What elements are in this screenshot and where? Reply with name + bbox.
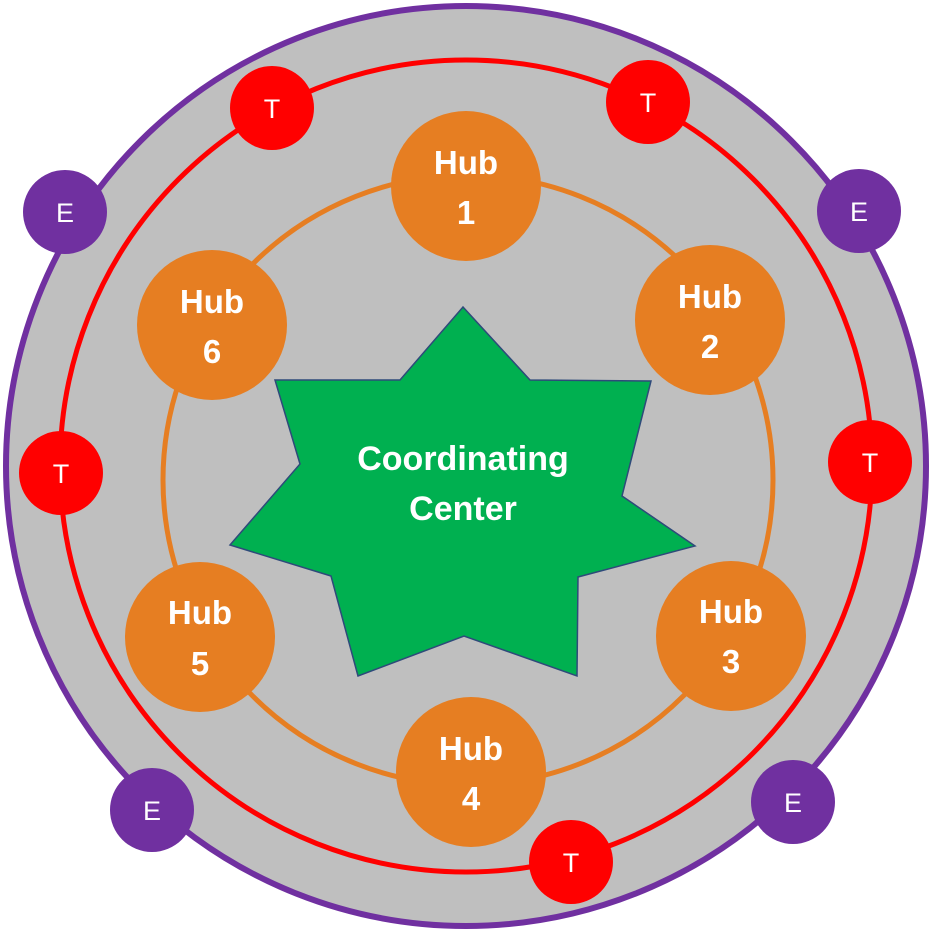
hub-3-circle [656, 561, 806, 711]
t-node-top-left-label: T [264, 94, 281, 124]
e-node-top-right[interactable]: E [817, 169, 901, 253]
hub-4[interactable]: Hub 4 [396, 697, 546, 847]
hub-6[interactable]: Hub 6 [137, 250, 287, 400]
e-node-bottom-right-label: E [784, 788, 802, 818]
e-node-top-left-circle [23, 170, 107, 254]
hub-5-circle [125, 562, 275, 712]
hub-5[interactable]: Hub 5 [125, 562, 275, 712]
center-label-line1: Coordinating [357, 440, 569, 478]
hub-4-circle [396, 697, 546, 847]
t-node-top-right-label: T [640, 88, 657, 118]
center-label-line2: Center [409, 490, 517, 528]
hub-1-circle [391, 111, 541, 261]
hub-1-number: 1 [457, 194, 475, 231]
e-node-top-left[interactable]: E [23, 170, 107, 254]
t-node-bottom-label: T [563, 848, 580, 878]
hub-4-number: 4 [462, 780, 481, 817]
t-node-bottom-circle [529, 820, 613, 904]
t-node-right-circle [828, 420, 912, 504]
hub-5-number: 5 [191, 645, 209, 682]
e-node-bottom-right-circle [751, 760, 835, 844]
hub-3-word: Hub [699, 593, 763, 630]
hub-2-circle [635, 245, 785, 395]
t-node-top-left[interactable]: T [230, 66, 314, 150]
t-node-bottom[interactable]: T [529, 820, 613, 904]
e-node-top-right-label: E [850, 197, 868, 227]
t-node-right-label: T [862, 448, 879, 478]
e-node-bottom-left-circle [110, 768, 194, 852]
t-node-left-circle [19, 431, 103, 515]
hub-3-number: 3 [722, 643, 740, 680]
e-node-bottom-left-label: E [143, 796, 161, 826]
t-node-top-right[interactable]: T [606, 60, 690, 144]
e-node-bottom-left[interactable]: E [110, 768, 194, 852]
hub-2[interactable]: Hub 2 [635, 245, 785, 395]
hub-2-number: 2 [701, 328, 719, 365]
t-node-right[interactable]: T [828, 420, 912, 504]
hub-2-word: Hub [678, 278, 742, 315]
e-node-top-right-circle [817, 169, 901, 253]
t-node-left-label: T [53, 459, 70, 489]
t-node-left[interactable]: T [19, 431, 103, 515]
e-node-top-left-label: E [56, 198, 74, 228]
t-node-top-left-circle [230, 66, 314, 150]
hub-1-word: Hub [434, 144, 498, 181]
hub-6-word: Hub [180, 283, 244, 320]
t-node-top-right-circle [606, 60, 690, 144]
hub-3[interactable]: Hub 3 [656, 561, 806, 711]
hub-1[interactable]: Hub 1 [391, 111, 541, 261]
hub-6-number: 6 [203, 333, 221, 370]
hub-5-word: Hub [168, 594, 232, 631]
e-node-bottom-right[interactable]: E [751, 760, 835, 844]
hub-4-word: Hub [439, 730, 503, 767]
coordinating-center-star [228, 305, 697, 678]
hub-6-circle [137, 250, 287, 400]
